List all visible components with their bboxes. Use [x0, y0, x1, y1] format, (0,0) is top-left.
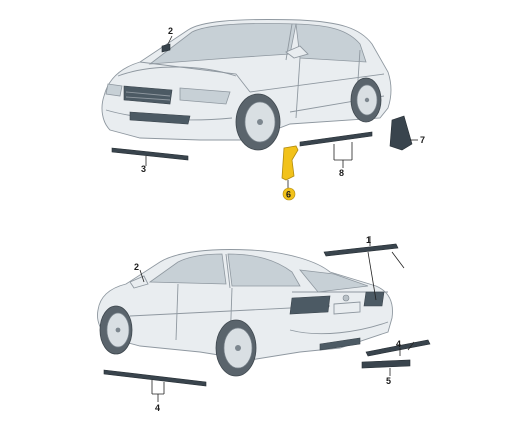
callout-2-bottom: 2 — [134, 262, 139, 272]
callout-8-top: 8 — [339, 168, 344, 178]
side-sill-strip-rear — [103, 369, 207, 402]
callout-5-bottom: 5 — [386, 376, 391, 386]
front-spoiler-strip — [111, 147, 189, 166]
side-sill-strip-front — [299, 131, 373, 168]
car-front-view — [101, 19, 392, 151]
callout-6-top: 6 — [286, 190, 291, 200]
callout-6-badge: 6 — [282, 187, 296, 201]
mud-flap-rear — [389, 115, 418, 151]
mud-flap-front-highlighted — [281, 145, 299, 190]
callout-2-top: 2 — [168, 26, 173, 36]
callout-7-top: 7 — [420, 135, 425, 145]
callout-1-bottom: 1 — [366, 235, 371, 245]
callout-3-top: 3 — [141, 164, 146, 174]
antenna-trim-rear — [139, 269, 145, 283]
rear-bumper-strip — [361, 339, 431, 376]
antenna-trim — [161, 35, 173, 53]
car-rear-view — [97, 249, 393, 377]
roof-spoiler-strip — [323, 236, 405, 301]
callout-4-bottom-right: 4 — [396, 339, 401, 349]
callout-4-bottom-left: 4 — [155, 403, 160, 413]
